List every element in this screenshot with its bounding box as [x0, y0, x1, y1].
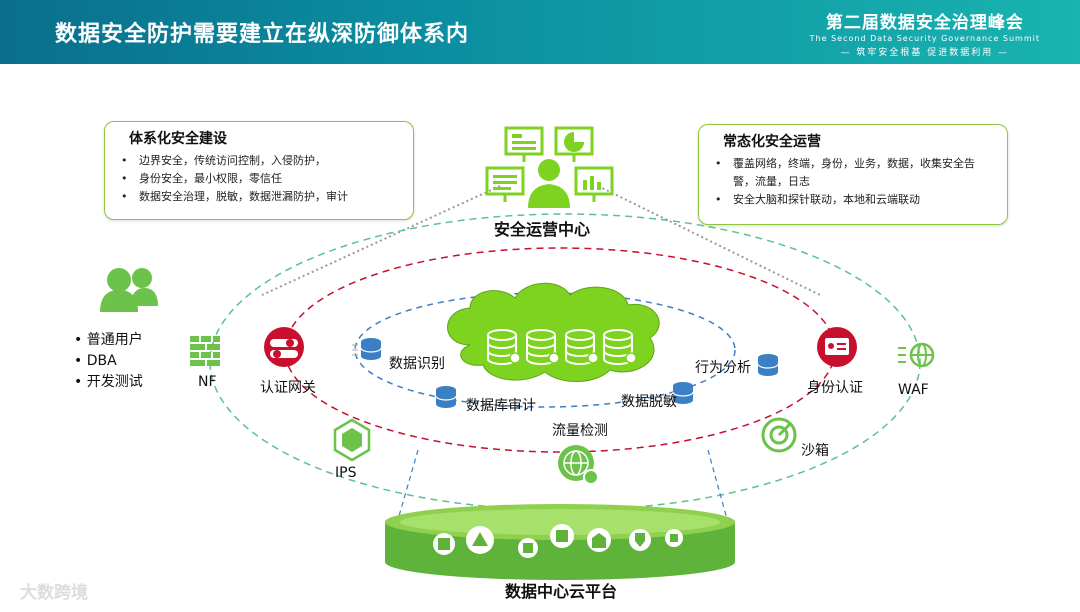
summit-name: 第二届数据安全治理峰会 — [825, 13, 1024, 33]
monitor-icons — [485, 126, 614, 202]
header-banner: 数据安全防护需要建立在纵深防御体系内 第二届数据安全治理峰会 The Secon… — [0, 0, 1080, 64]
ips-label: IPS — [335, 465, 357, 481]
list-item: 安全大脑和探针联动，本地和云端联动 — [715, 191, 989, 209]
list-item: DBA — [74, 351, 143, 372]
summit-slogan: — 筑牢安全根基 促进数据利用 — — [840, 48, 1010, 58]
identity-auth-label: 身份认证 — [807, 380, 863, 396]
summit-english-name: The Second Data Security Governance Summ… — [809, 34, 1040, 43]
firewall-icon — [190, 336, 220, 366]
behavior-analysis-label: 行为分析 — [695, 360, 751, 376]
db-audit-label: 数据库审计 — [466, 398, 536, 414]
platform-label: 数据中心云平台 — [505, 582, 618, 601]
list-item: 开发测试 — [74, 372, 143, 393]
platform-base — [385, 504, 735, 580]
watermark: 大数跨境 — [20, 583, 88, 603]
card-systematic-security: 体系化安全建设 边界安全，传统访问控制，入侵防护， 身份安全，最小权限，零信任 … — [104, 121, 414, 220]
auth-gateway-label: 认证网关 — [260, 380, 316, 396]
waf-globe-icon — [898, 342, 935, 368]
card-routine-operation: 常态化安全运营 覆盖网络，终端，身份，业务，数据，收集安全告警，流量，日志 安全… — [698, 124, 1008, 225]
db-small-icons — [361, 338, 778, 408]
ips-cube-icon — [333, 418, 371, 462]
traffic-globe-icon — [558, 445, 599, 485]
card-list: 边界安全，传统访问控制，入侵防护， 身份安全，最小权限，零信任 数据安全治理，脱… — [105, 152, 413, 206]
card-title: 体系化安全建设 — [129, 131, 227, 147]
summit-logo: 第二届数据安全治理峰会 The Second Data Security Gov… — [810, 8, 1040, 58]
list-item: 数据安全治理，脱敏，数据泄漏防护，审计 — [121, 188, 413, 206]
card-list: 覆盖网络，终端，身份，业务，数据，收集安全告警，流量，日志 安全大脑和探针联动，… — [699, 155, 989, 209]
data-identify-label: 数据识别 — [389, 356, 445, 372]
list-item: 边界安全，传统访问控制，入侵防护， — [121, 152, 413, 170]
data-mask-label: 数据脱敏 — [621, 394, 677, 410]
user-list: 普通用户 DBA 开发测试 — [74, 330, 143, 393]
card-title: 常态化安全运营 — [723, 134, 821, 150]
nf-label: NF — [198, 374, 217, 390]
list-item: 普通用户 — [74, 330, 143, 351]
list-item: 身份安全，最小权限，零信任 — [121, 170, 413, 188]
users-icon — [100, 268, 158, 312]
soc-label: 安全运营中心 — [494, 220, 591, 239]
page-title: 数据安全防护需要建立在纵深防御体系内 — [55, 22, 470, 47]
connector-right — [597, 185, 821, 296]
list-item: 覆盖网络，终端，身份，业务，数据，收集安全告警，流量，日志 — [715, 155, 989, 191]
id-card-icon — [817, 327, 857, 367]
inner-ring — [354, 292, 736, 408]
sandbox-radar-icon — [761, 417, 797, 453]
person-icon — [528, 159, 570, 208]
gateway-toggle-icon — [264, 327, 304, 367]
waf-label: WAF — [898, 382, 929, 398]
connector-left — [261, 185, 501, 296]
traffic-detect-label: 流量检测 — [552, 423, 608, 439]
sandbox-label: 沙箱 — [801, 443, 829, 459]
